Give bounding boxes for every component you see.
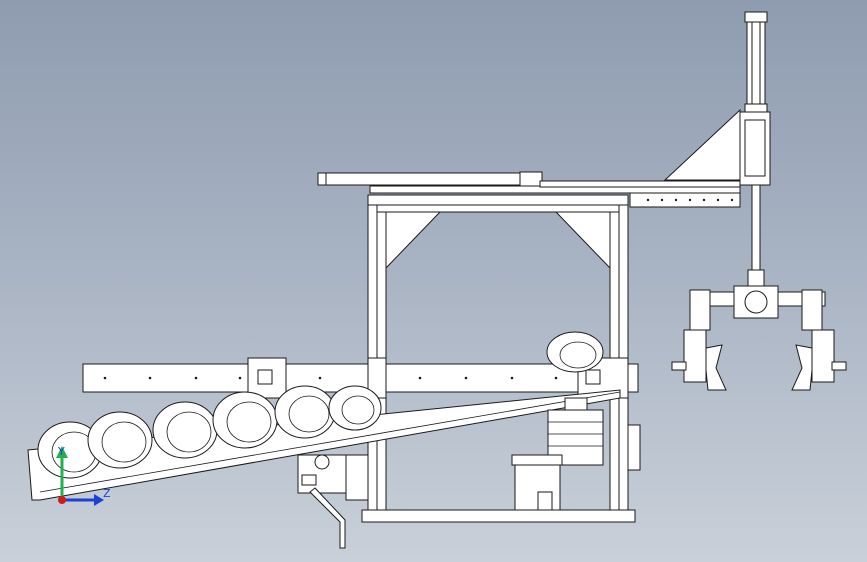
cylinder-end-cap bbox=[317, 172, 327, 186]
left-jaw-finger bbox=[705, 344, 727, 391]
pedestal-slot bbox=[537, 491, 553, 511]
top-rail-guide bbox=[539, 180, 741, 188]
tire-4 bbox=[212, 391, 278, 449]
lift-cylinder-cap bbox=[744, 11, 768, 23]
tire-6 bbox=[328, 385, 382, 431]
lower-left-drive bbox=[297, 454, 369, 549]
vertical-lift-assembly bbox=[739, 11, 771, 287]
side-sensor bbox=[627, 424, 641, 471]
lift-slide-plate bbox=[744, 119, 766, 177]
tire-top-right bbox=[546, 331, 604, 373]
frame-right-outer-post bbox=[618, 194, 629, 511]
frame-top-inner-beam bbox=[376, 204, 620, 213]
lower-right-actuator bbox=[511, 397, 641, 511]
z-axis-label: Z bbox=[103, 487, 111, 500]
right-jaw-plate bbox=[811, 329, 835, 383]
tire-2 bbox=[87, 411, 153, 469]
top-rail-assembly bbox=[317, 108, 741, 208]
actuator-arm bbox=[511, 454, 563, 466]
tire-3 bbox=[152, 401, 218, 459]
actuator-top bbox=[564, 397, 588, 411]
lift-cylinder-collar bbox=[744, 103, 768, 113]
left-jaw-bolt bbox=[671, 361, 687, 371]
right-top-gusset bbox=[663, 108, 741, 181]
left-jaw-plate bbox=[683, 329, 707, 383]
inclined-conveyor bbox=[27, 389, 621, 501]
top-rail-extension bbox=[629, 192, 741, 208]
coordinate-triad: Y Z bbox=[56, 445, 111, 506]
beam-left-bracket-hole bbox=[257, 369, 273, 385]
triad-origin bbox=[58, 496, 66, 504]
gripper-center-bore bbox=[744, 290, 768, 314]
frame-top-beam bbox=[367, 194, 629, 206]
z-axis-arrow bbox=[94, 494, 104, 506]
y-axis-label: Y bbox=[57, 445, 65, 458]
slide-cylinder-left bbox=[317, 172, 539, 186]
left-corner-gusset bbox=[385, 211, 442, 270]
support-leg bbox=[309, 487, 346, 549]
gripper-drop-rod bbox=[751, 184, 761, 276]
left-jaw-mount bbox=[689, 289, 711, 331]
right-jaw-bolt bbox=[831, 361, 847, 371]
drive-block bbox=[301, 474, 317, 486]
drive-motor bbox=[345, 454, 369, 501]
gripper-assembly bbox=[671, 285, 847, 391]
tire-5 bbox=[274, 385, 336, 439]
y-axis-arrow bbox=[56, 446, 68, 458]
gripper-rod-clamp bbox=[747, 269, 765, 287]
frame-left-outer-post bbox=[367, 194, 378, 511]
drive-pulley bbox=[314, 454, 330, 470]
right-jaw-mount bbox=[801, 289, 823, 331]
beam-right-bracket-hole bbox=[585, 369, 601, 385]
lift-cylinder-rod-line bbox=[751, 21, 761, 107]
right-jaw-finger bbox=[791, 344, 813, 391]
right-corner-gusset bbox=[554, 211, 611, 270]
tire-row bbox=[37, 331, 604, 479]
frame-base-plate bbox=[361, 509, 636, 523]
